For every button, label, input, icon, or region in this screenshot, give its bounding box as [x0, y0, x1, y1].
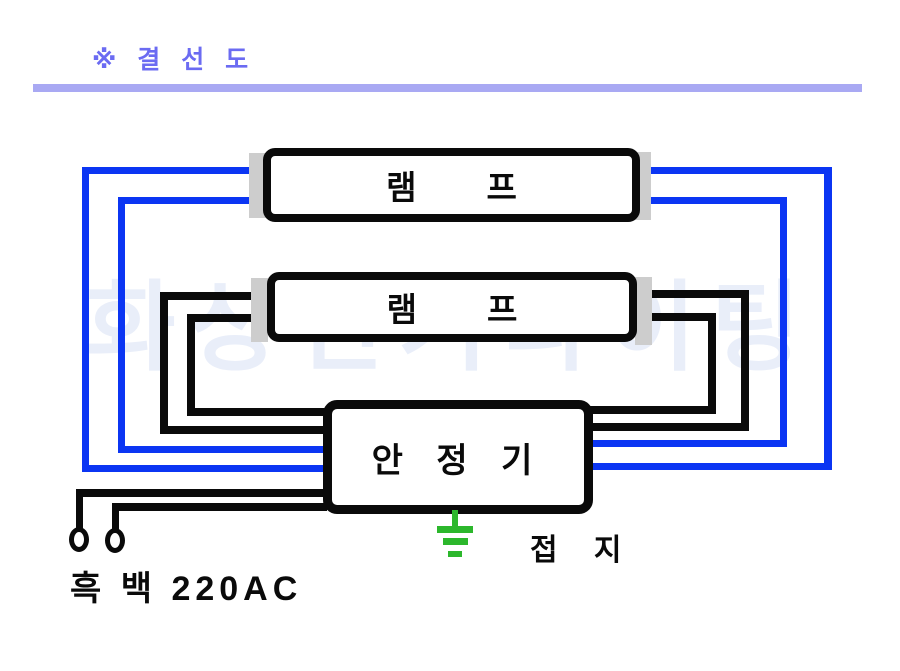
page-title: ※ 결 선 도 — [92, 46, 256, 74]
wire-black-outer-right-top — [648, 290, 749, 298]
lamp1-left-cap — [249, 153, 266, 218]
lamp1-label-right: 프 — [486, 169, 517, 206]
wire-blue-inner-left-bottom — [118, 446, 327, 453]
lamp2-left-cap — [251, 278, 268, 342]
wire-power-1-vert — [76, 489, 83, 530]
power-terminal-1 — [69, 527, 89, 552]
lamp2-label-right: 프 — [487, 291, 518, 328]
wire-black-outer-right-bottom — [590, 423, 749, 431]
wire-black-inner-right-vert — [708, 313, 716, 414]
ballast-label: 안 정 기 — [371, 441, 545, 480]
wire-blue-outer-right-bottom — [590, 463, 830, 470]
wire-blue-inner-right-top — [648, 197, 787, 204]
wire-blue-outer-right-vert — [824, 167, 832, 470]
wire-blue-inner-left-top — [118, 197, 252, 204]
wire-black-inner-left-bottom — [187, 408, 327, 416]
wire-blue-inner-right-bottom — [590, 440, 787, 447]
wire-black-inner-left-top — [187, 314, 255, 322]
ground-icon-bar3 — [448, 551, 462, 557]
wire-black-outer-left-top — [160, 292, 255, 300]
wire-power-1-horiz — [80, 489, 327, 497]
wire-blue-outer-left-bottom — [82, 465, 327, 472]
ground-icon-stem — [452, 510, 458, 531]
wire-blue-outer-left-top — [82, 167, 252, 174]
wire-blue-outer-left-vert — [82, 167, 89, 472]
wire-black-outer-left-bottom — [160, 426, 327, 434]
ground-label: 접 지 — [530, 534, 636, 567]
power-label: 흑 백 220AC — [70, 570, 303, 608]
wire-black-outer-left-vert — [160, 292, 168, 434]
ground-icon-bar1 — [437, 526, 473, 533]
ground-icon-bar2 — [443, 538, 468, 545]
power-terminal-2 — [105, 528, 125, 553]
wire-black-inner-right-bottom — [590, 406, 716, 414]
wire-blue-inner-right-vert — [780, 197, 787, 446]
wire-black-inner-right-top — [648, 313, 716, 321]
wire-black-outer-right-vert — [741, 290, 749, 431]
header-divider — [33, 84, 862, 92]
wire-power-2-horiz — [112, 503, 327, 511]
wire-blue-outer-right-top — [648, 167, 832, 174]
wire-power-2-vert — [112, 503, 119, 532]
lamp1-label-left: 램 — [386, 169, 417, 206]
lamp2-label-left: 램 — [386, 291, 417, 328]
lamp2-right-cap — [635, 277, 652, 345]
ballast-box: 안 정 기 — [323, 400, 593, 514]
wire-black-inner-left-vert — [187, 314, 195, 416]
wire-blue-inner-left-vert — [118, 197, 125, 453]
